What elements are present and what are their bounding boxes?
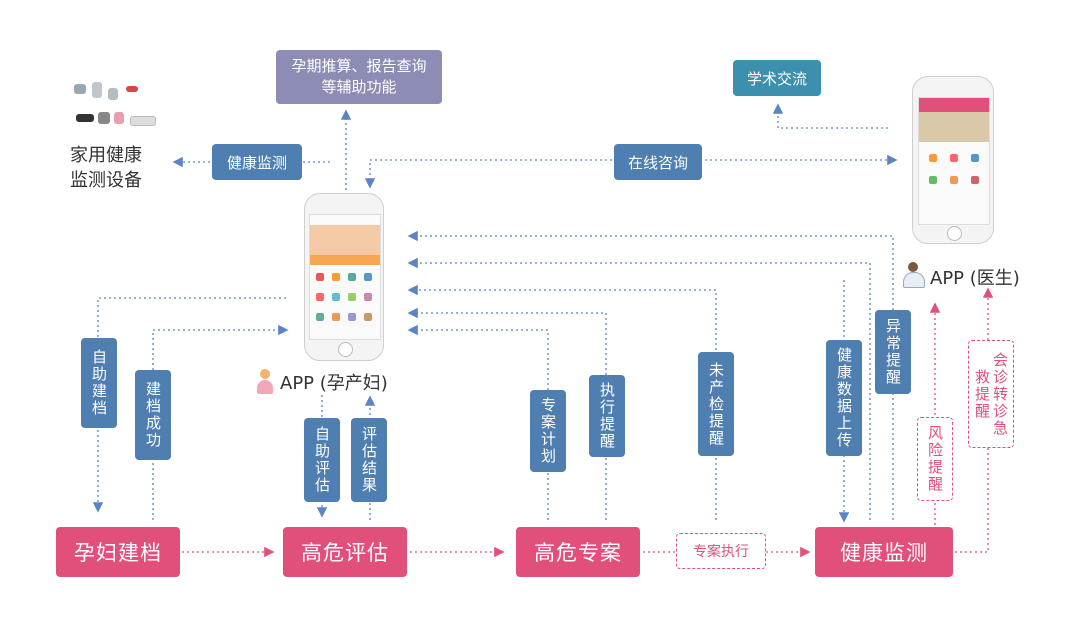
online-consult-box: 在线咨询 (614, 144, 702, 180)
line-exec-remind (407, 307, 607, 520)
nebulizer-icon (114, 112, 124, 124)
oximeter-icon (76, 114, 94, 122)
patient-phone (304, 193, 384, 361)
consult-transfer-remind-box: 会诊转诊急救提醒 (968, 340, 1014, 448)
menu-icon (950, 154, 958, 162)
menu-icon (348, 313, 356, 321)
exec-remind-box: 执行提醒 (589, 375, 625, 457)
menu-icon (364, 313, 372, 321)
step-health-monitor: 健康监测 (815, 527, 953, 577)
monitor-icon (98, 112, 110, 124)
menu-icon (929, 176, 937, 184)
doctor-avatar-icon (901, 262, 925, 288)
patient-app-banner (310, 225, 380, 255)
special-plan-box: 专案计划 (530, 390, 566, 472)
patient-phone-screen (309, 214, 381, 340)
step-high-risk-case: 高危专案 (516, 527, 640, 577)
app-patient-label: APP (孕产妇) (280, 373, 388, 394)
line-consult-remind (955, 287, 994, 553)
menu-icon (348, 293, 356, 301)
menu-icon (332, 293, 340, 301)
record-success-box: 建档成功 (135, 370, 171, 460)
doctor-phone (912, 76, 994, 244)
patient-app-menu-bar (310, 255, 380, 265)
line-record-success (152, 324, 289, 520)
menu-icon (971, 176, 979, 184)
menu-icon (971, 154, 979, 162)
home-button-icon (338, 342, 353, 357)
menu-icon (316, 293, 324, 301)
menu-icon (332, 313, 340, 321)
step-case-execution: 专案执行 (676, 533, 766, 569)
app-doctor-label: APP (医生) (930, 268, 1020, 289)
pulse-device-icon (126, 86, 138, 92)
not-checked-remind-box: 未产检提醒 (698, 352, 734, 456)
line-consult-to-phone (364, 159, 612, 189)
risk-remind-box: 风险提醒 (917, 417, 953, 501)
glucose-meter-icon (108, 88, 118, 100)
menu-icon (316, 273, 324, 281)
patient-avatar-icon (257, 369, 273, 395)
home-device-icons (72, 82, 162, 132)
menu-icon (929, 154, 937, 162)
blood-pressure-device-icon (74, 84, 86, 94)
line-doctor-academic (772, 103, 888, 129)
assess-result-box: 评估结果 (351, 418, 387, 502)
home-button-icon (947, 226, 962, 241)
menu-icon (950, 176, 958, 184)
menu-icon (348, 273, 356, 281)
home-devices-label: 家用健康 监测设备 (70, 145, 142, 191)
health-monitor-top-box: 健康监测 (212, 144, 302, 180)
self-assess-box: 自助评估 (304, 418, 340, 502)
step-high-risk-assess: 高危评估 (283, 527, 407, 577)
academic-box: 学术交流 (733, 60, 821, 96)
line-doctor-to-app-1 (407, 257, 871, 520)
scale-icon (130, 116, 156, 126)
doctor-app-header (919, 98, 989, 112)
data-upload-box: 健康数据上传 (826, 340, 862, 456)
menu-icon (316, 313, 324, 321)
menu-icon (332, 273, 340, 281)
abnormal-remind-box: 异常提醒 (875, 310, 911, 394)
aux-function-box: 孕期推算、报告查询 等辅助功能 (276, 50, 442, 104)
self-record-box: 自助建档 (81, 338, 117, 428)
doctor-phone-screen (918, 97, 990, 225)
line-doctor-to-app-2 (407, 230, 894, 300)
menu-icon (364, 273, 372, 281)
thermometer-device-icon (92, 82, 102, 98)
menu-icon (364, 293, 372, 301)
doctor-app-profile (919, 112, 989, 142)
step-pregnant-record: 孕妇建档 (56, 527, 180, 577)
line-special-plan (407, 324, 549, 520)
line-self-record (92, 297, 286, 513)
